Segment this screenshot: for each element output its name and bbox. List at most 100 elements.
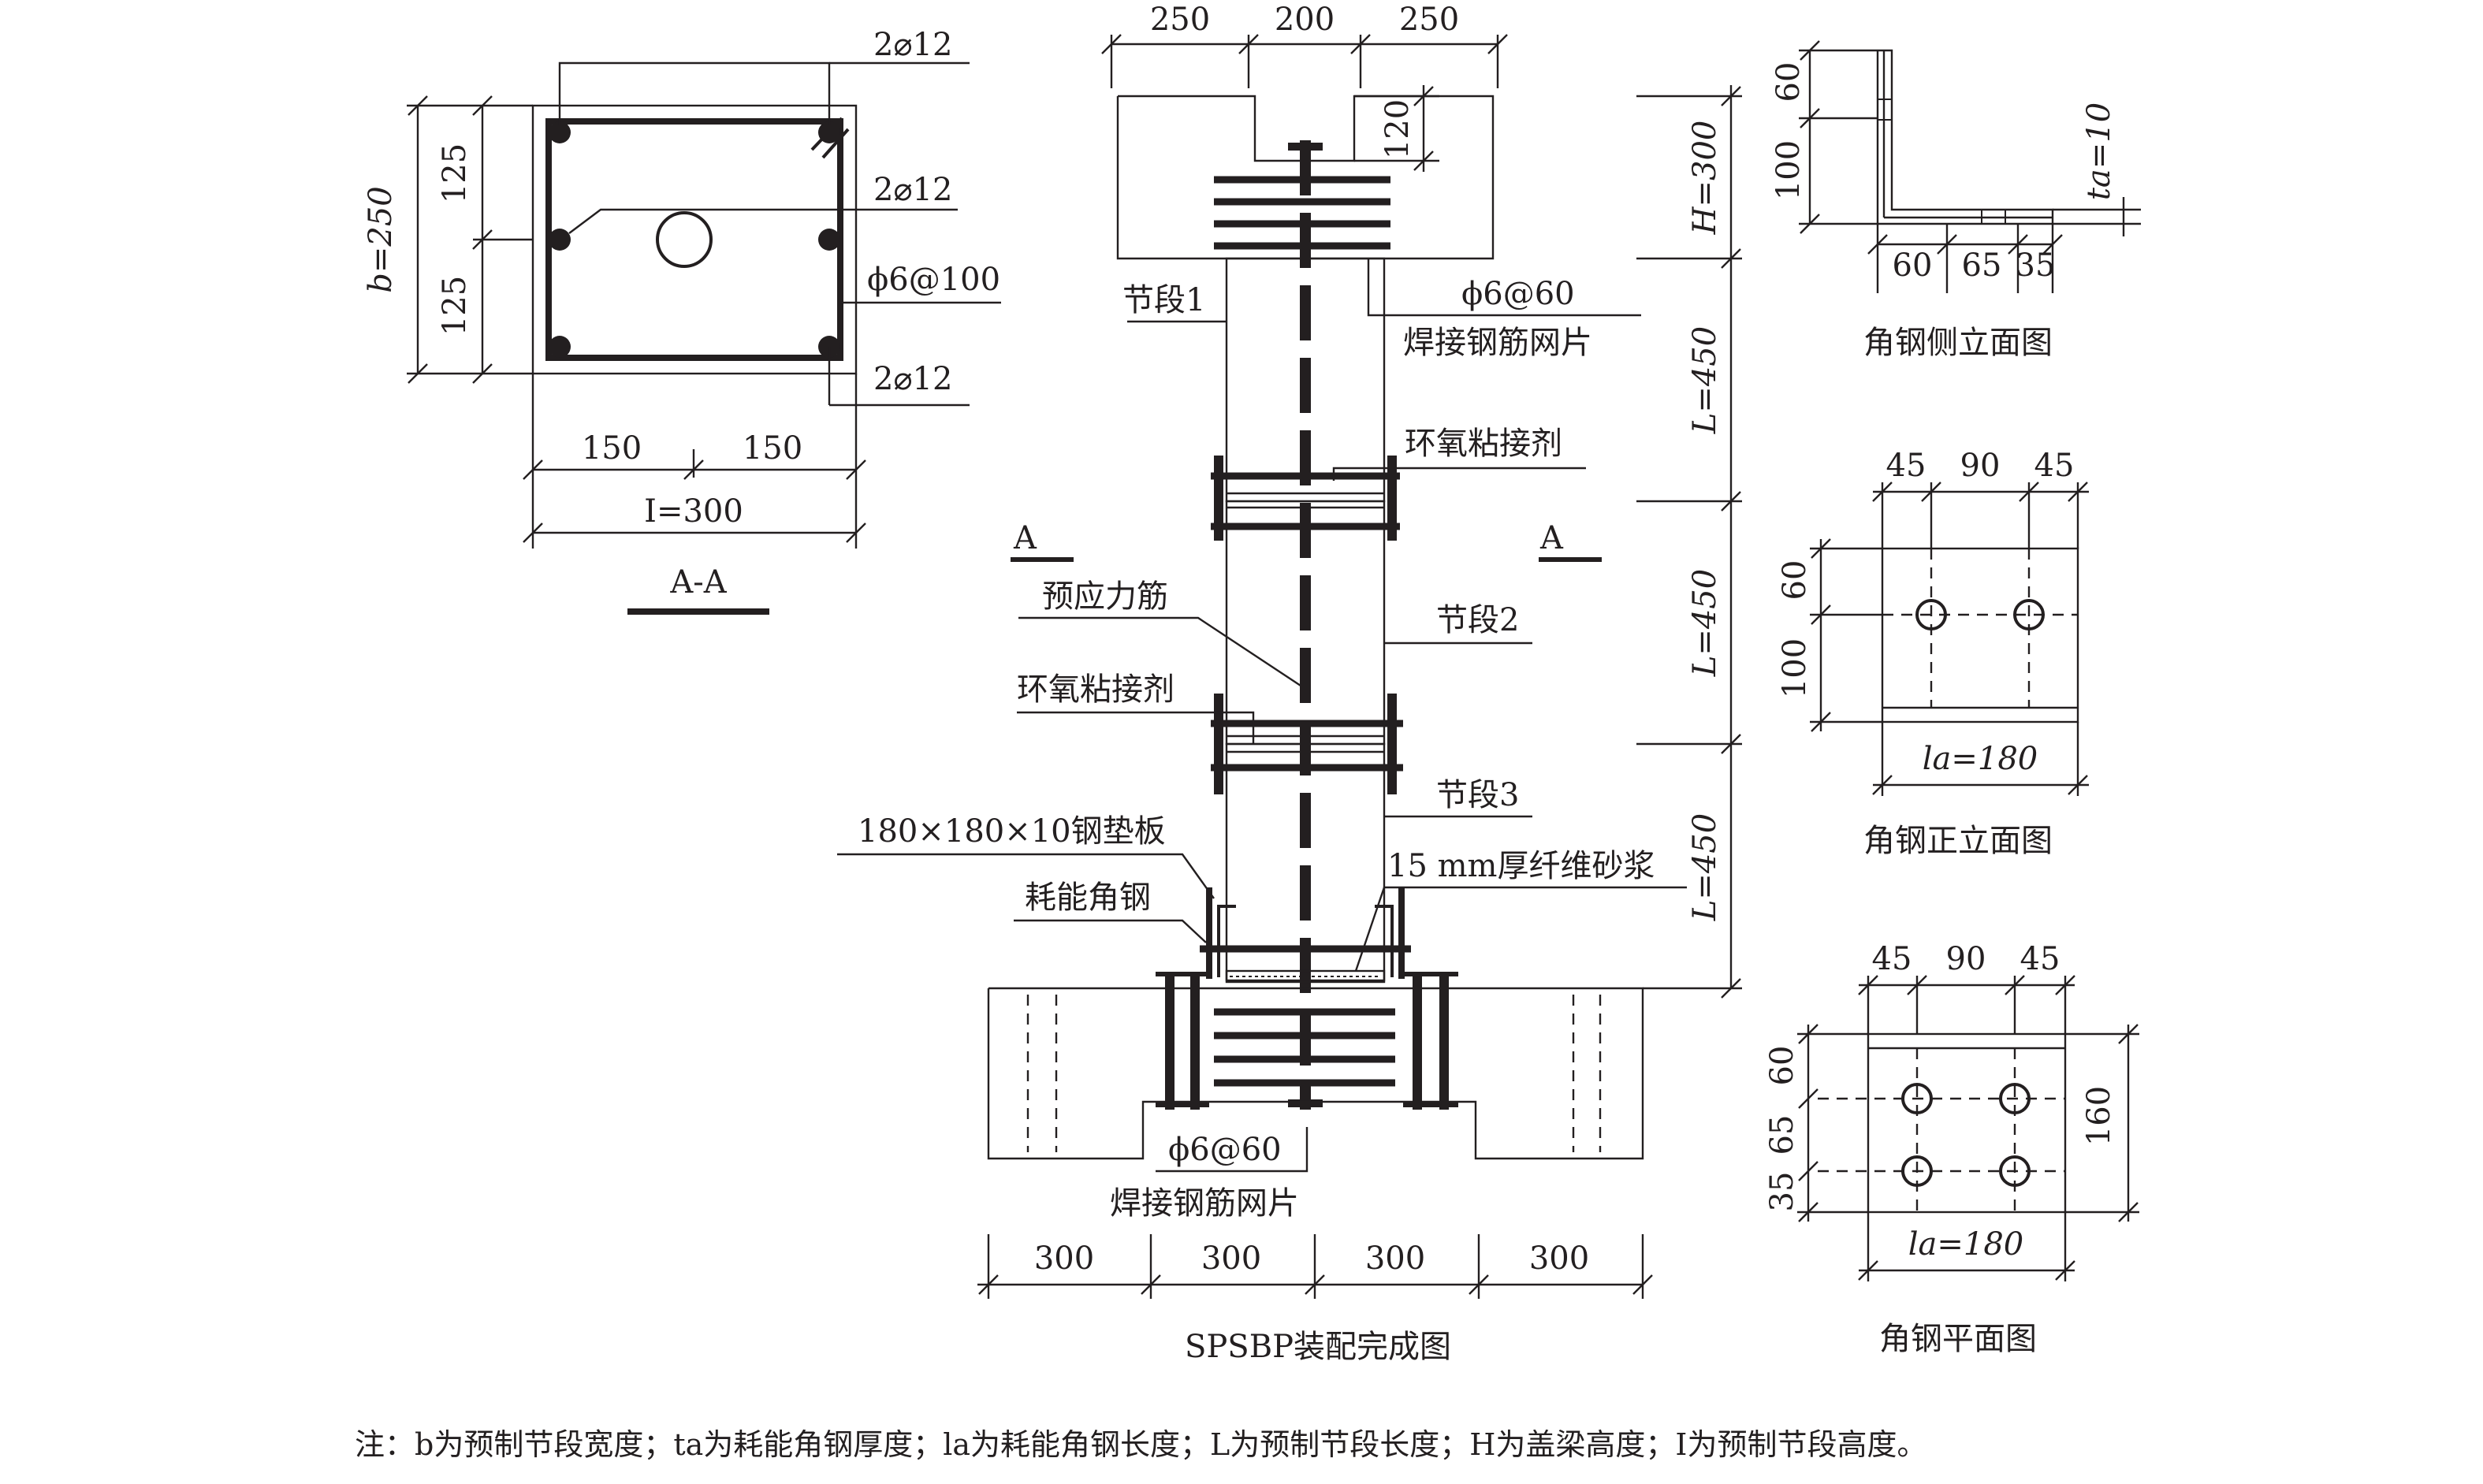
connector — [1387, 694, 1397, 794]
label-segment2: 节段2 — [1436, 602, 1519, 638]
tick — [472, 363, 493, 384]
tick — [1867, 234, 1888, 255]
tick — [2019, 482, 2039, 502]
anchor-bolt — [1439, 973, 1449, 1110]
tick — [1858, 1260, 1878, 1281]
bottom-dim-1: 300 — [1034, 1240, 1094, 1277]
bolt-hole — [2013, 599, 2045, 630]
dim-h3: 45 — [2020, 941, 2060, 977]
dim-v1: 60 — [1764, 1046, 1800, 1086]
tick — [523, 459, 543, 480]
tick — [408, 95, 428, 116]
tick — [472, 229, 493, 250]
dim-total: 160 — [2081, 1086, 2117, 1146]
section-stirrup — [545, 118, 843, 361]
top-dim-3: 250 — [1399, 2, 1459, 38]
tick — [2068, 482, 2088, 502]
tick — [1721, 248, 1741, 269]
leader — [1354, 887, 1386, 972]
dim-h1: 45 — [1886, 448, 1926, 484]
label-mesh-bottom-spec: ϕ6@60 — [1168, 1132, 1282, 1168]
label-mesh-bottom: 焊接钢筋网片 — [1110, 1185, 1299, 1222]
bolt-hole — [1901, 1155, 1933, 1187]
tick — [1305, 1274, 1325, 1295]
dim-height-bottom: 125 — [437, 276, 473, 336]
angle-plan: 45 90 45 60 65 35 160 la=180 角钢平面图 — [1764, 941, 2139, 1357]
top-dim-2: 200 — [1275, 2, 1335, 38]
angle-side-elevation: 60 100 60 65 35 ta=10 角钢侧立面图 — [1770, 40, 2141, 361]
tick — [1811, 712, 1831, 732]
angle-leg — [1206, 887, 1212, 979]
tick — [1811, 604, 1831, 625]
tick — [846, 459, 866, 480]
section-aa: 2⌀12 2⌀12 ϕ6@100 2⌀12 125 125 b=250 150 … — [363, 27, 1001, 615]
connector — [1214, 456, 1223, 541]
tick — [1141, 1274, 1161, 1295]
dim-length: la=180 — [1908, 1226, 2024, 1263]
label-epoxy-1: 环氧粘接剂 — [1405, 426, 1562, 462]
leader — [568, 208, 958, 234]
drawing-note: 注：b为预制节段宽度；ta为耗能角钢厚度；la为耗能角钢长度；L为预制节段长度；… — [355, 1427, 1926, 1462]
tick — [2118, 1202, 2139, 1222]
dim-total-width: I=300 — [644, 493, 743, 530]
dim-h2: 65 — [1962, 247, 2002, 284]
dissipation-angle — [1375, 905, 1394, 977]
connector — [1214, 694, 1223, 794]
dim-v1: 60 — [1770, 62, 1807, 102]
tick — [1487, 34, 1508, 54]
anchor-bolt — [1190, 973, 1200, 1110]
tick — [1800, 214, 1820, 234]
angle-leg — [1398, 887, 1405, 979]
bolt-hole-side — [1981, 209, 2006, 225]
tick — [1800, 108, 1820, 128]
rebar — [549, 121, 571, 143]
stirrup-hook — [821, 128, 850, 159]
tick — [1798, 1088, 1819, 1109]
tick — [1721, 491, 1741, 511]
connector — [1387, 456, 1397, 541]
bolt-hole — [1901, 1083, 1933, 1114]
rebar — [818, 229, 840, 251]
bottom-dim-2: 300 — [1201, 1240, 1261, 1277]
tick — [408, 363, 428, 384]
dim-v3: 35 — [1764, 1172, 1800, 1212]
tick — [1798, 1161, 1819, 1181]
tick — [1632, 1274, 1653, 1295]
leader — [1332, 467, 1586, 481]
tick — [1811, 538, 1831, 559]
dim-L2: L=450 — [1687, 569, 1723, 677]
tick — [1101, 34, 1122, 54]
label-mortar: 15 mm厚纤维砂浆 — [1387, 848, 1655, 884]
dim-v2: 65 — [1764, 1115, 1800, 1155]
dim-height-top: 125 — [437, 143, 473, 203]
assembly-elevation: 250 200 250 120 — [837, 2, 1742, 1365]
label-stirrup: ϕ6@100 — [867, 262, 1000, 298]
label-epoxy-2: 环氧粘接剂 — [1017, 671, 1174, 708]
tick — [1800, 40, 1820, 61]
dim-L3: L=450 — [1687, 813, 1723, 921]
dim-v2: 100 — [1770, 140, 1807, 200]
dim-width-left: 150 — [582, 430, 642, 467]
dim-thickness: ta=10 — [2081, 102, 2117, 200]
tick — [1721, 86, 1741, 106]
leader — [558, 61, 831, 125]
tick — [2008, 234, 2028, 255]
dim-h2: 90 — [1946, 941, 1986, 977]
tick — [1921, 482, 1941, 502]
tick — [1413, 86, 1434, 106]
bottom-dim-4: 300 — [1529, 1240, 1589, 1277]
dim-h3: 45 — [2034, 448, 2075, 484]
label-segment3: 节段3 — [1436, 777, 1519, 813]
label-plate: 180×180×10钢垫板 — [858, 813, 1166, 850]
angle-plan-outline — [1867, 1032, 2067, 1214]
top-dim-1: 250 — [1150, 2, 1210, 38]
angle-front-elevation: 45 90 45 60 100 la=180 角钢正立面图 — [1777, 448, 2089, 859]
leader — [1014, 919, 1207, 943]
bolt-hole — [1915, 599, 1947, 630]
tick — [1350, 34, 1371, 54]
tick — [2055, 1260, 2075, 1281]
rebar — [549, 229, 571, 251]
assembly-title: SPSBP装配完成图 — [1185, 1329, 1451, 1365]
dim-v1: 60 — [1777, 560, 1813, 601]
anchor-bolt — [1413, 973, 1422, 1110]
